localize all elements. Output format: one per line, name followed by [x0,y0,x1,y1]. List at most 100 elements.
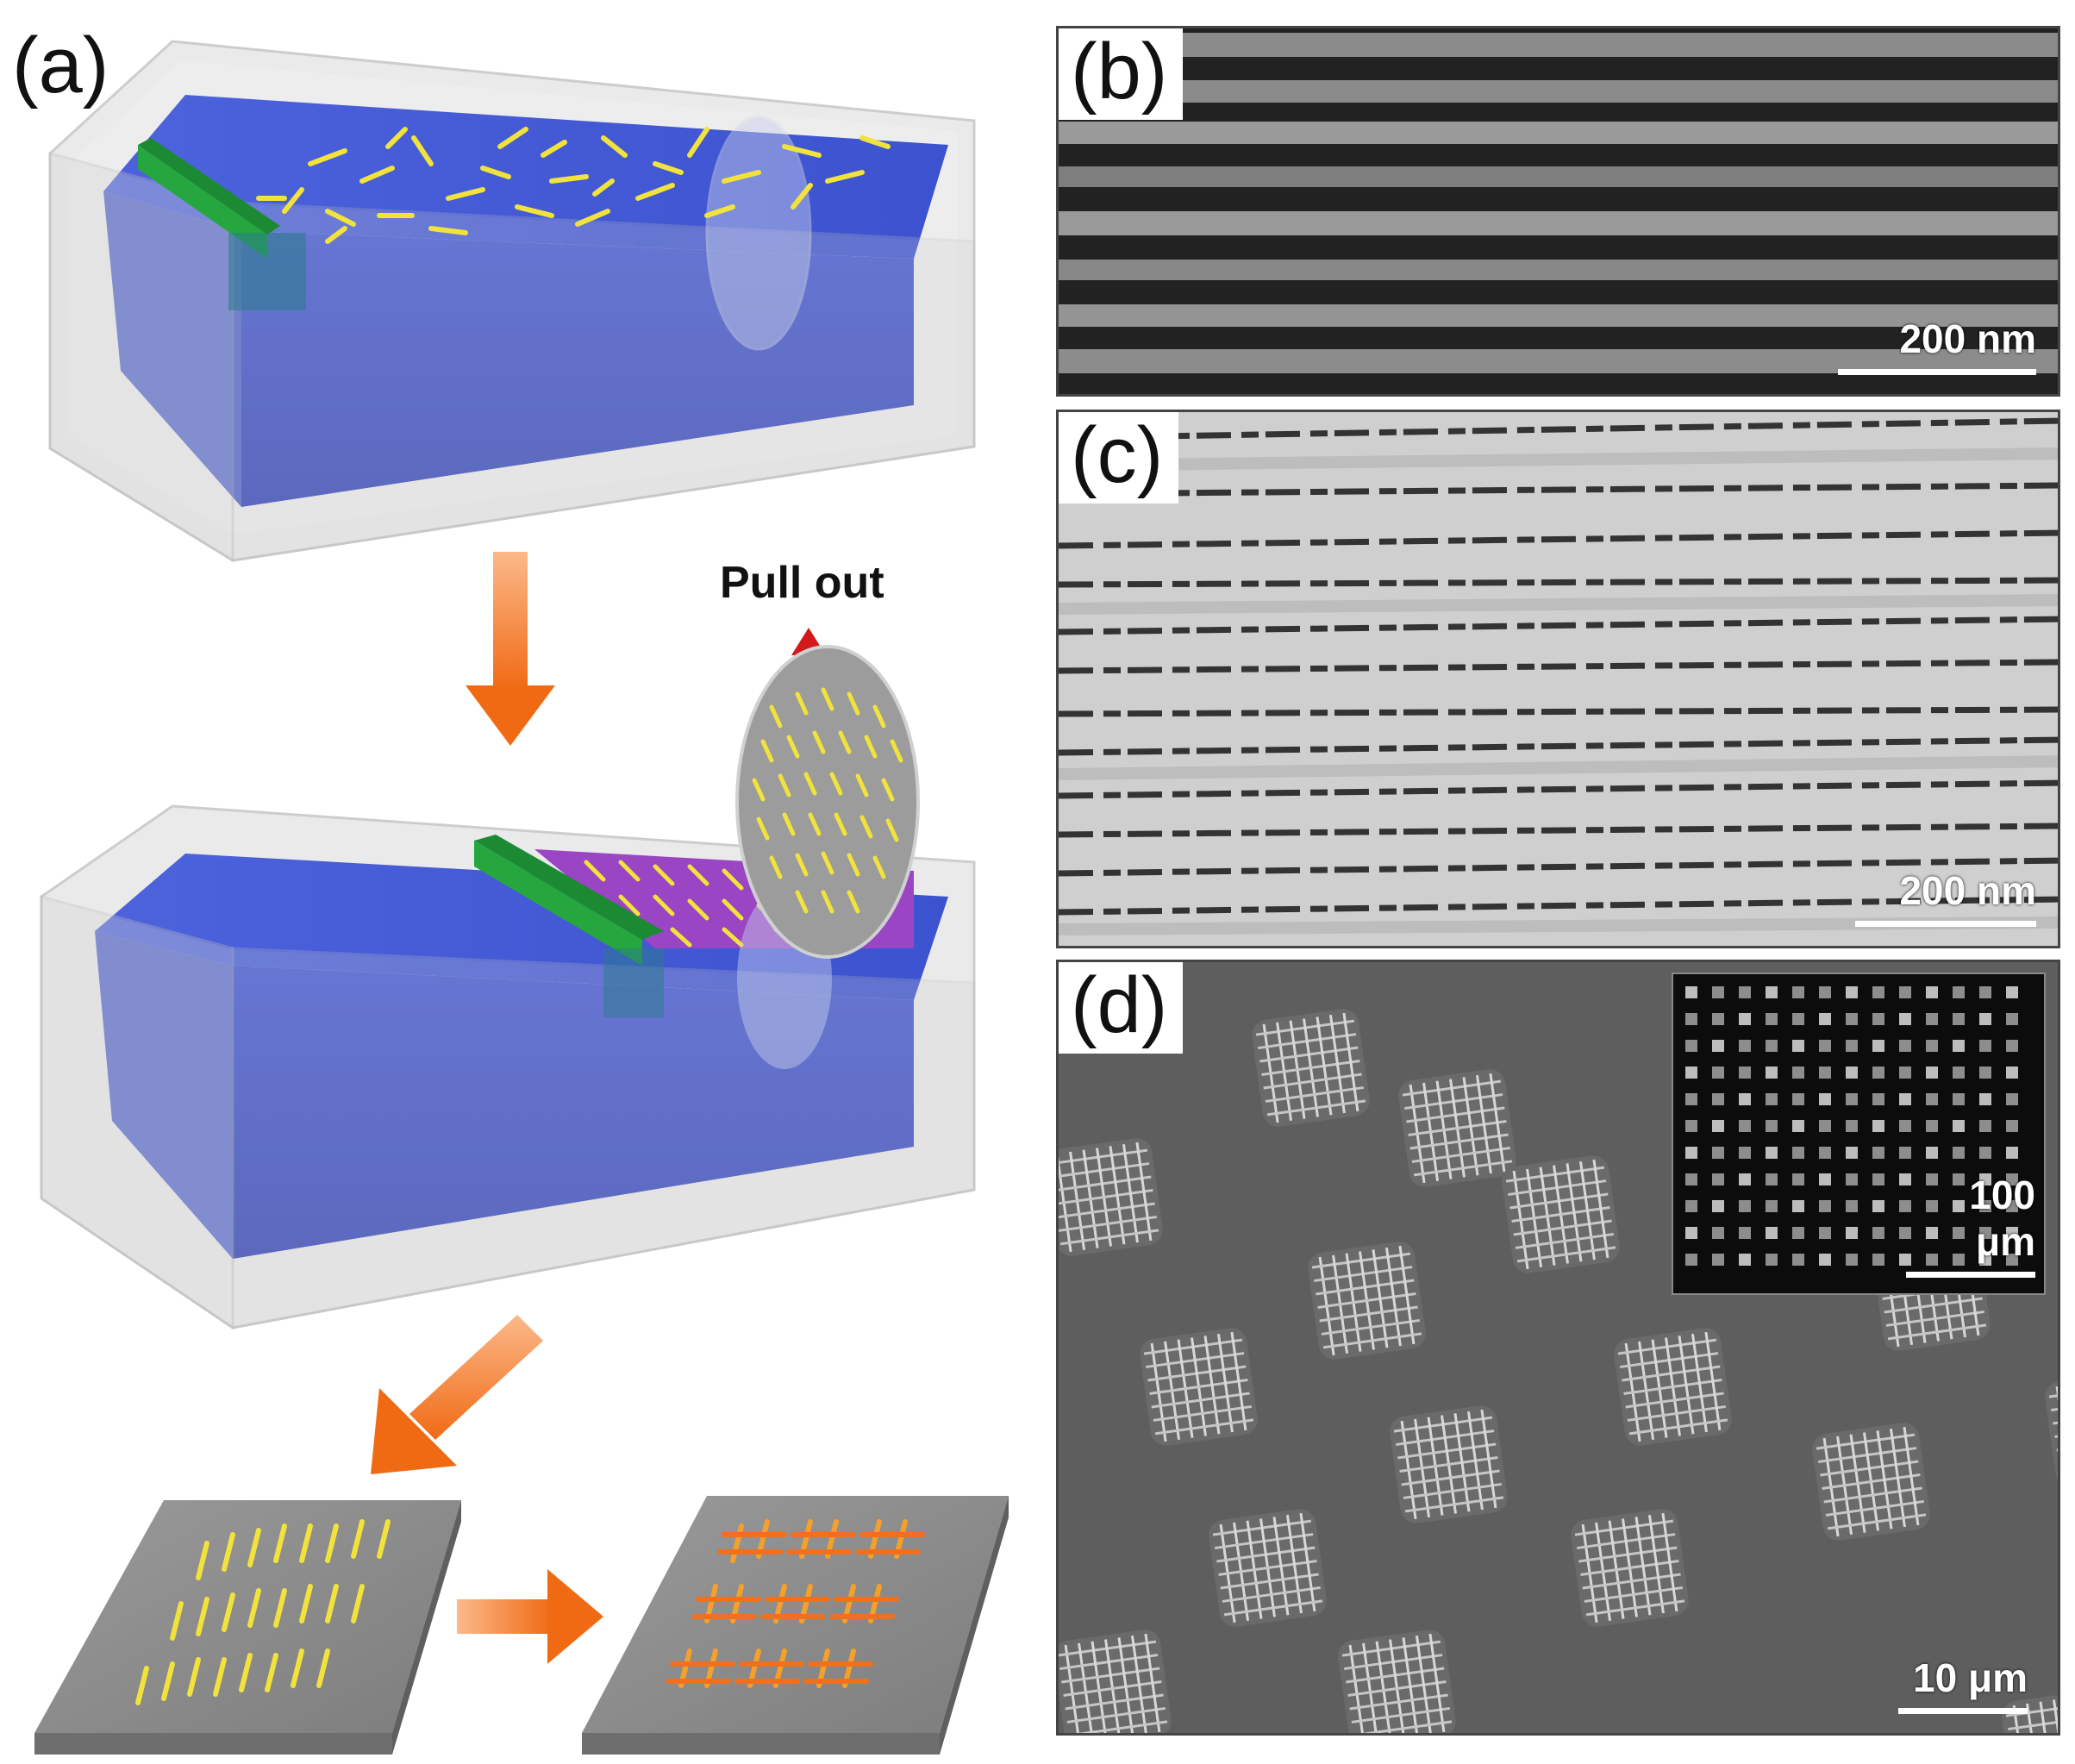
inset-array-dot [1872,1200,1884,1212]
crossbar-array [1502,1155,1620,1273]
inset-array-dot [1872,1254,1884,1266]
inset-array-dot [1953,1147,1965,1159]
inset-array-dot [1792,1067,1804,1079]
panel-d-inset-scale-label: 100 μm [1969,1173,2035,1264]
inset-array-dot [1926,1200,1938,1212]
inset-array-dot [1979,986,1991,998]
inset-array-dot [1712,1013,1724,1025]
inset-array-dot [1872,986,1884,998]
inset-array-dot [1899,1067,1911,1079]
inset-array-dot [1979,1147,1991,1159]
inset-array-dot [1872,1147,1884,1159]
inset-array-dot [1739,1147,1751,1159]
inset-array-dot [1712,1173,1724,1185]
panel-d-scale-line [1898,1708,2028,1714]
panel-d-inset: 100 μm [1672,973,2046,1295]
inset-array-dot [1953,1040,1965,1052]
inset-array-dot [1792,1227,1804,1239]
inset-array-dot [1819,986,1831,998]
inset-array-dot [1979,1173,1991,1185]
inset-array-dot [1766,1013,1778,1025]
inset-array-dot [2006,1067,2018,1079]
inset-array-dot [1846,1227,1858,1239]
panel-c-scale-bar: 200 nm [1855,867,2036,927]
inset-array-dot [1979,1093,1991,1105]
pulled-substrate-nanowires [752,687,903,914]
panel-b-scale-bar: 200 nm [1838,316,2036,375]
inset-array-dot [1792,1147,1804,1159]
inset-array-dot [1926,1040,1938,1052]
inset-array-dot [1739,1067,1751,1079]
inset-array-dot [1739,1093,1751,1105]
inset-array-dot [1899,1093,1911,1105]
inset-array-dot [1792,986,1804,998]
inset-array-dot [1766,1120,1778,1132]
inset-array-dot [1953,1067,1965,1079]
inset-array-dot [1766,1173,1778,1185]
inset-array-dot [1685,1254,1697,1266]
inset-array-dot [1819,1093,1831,1105]
panel-b-micrograph: (b) 200 nm [1056,26,2060,397]
inset-array-dot [1712,1093,1724,1105]
inset-array-dot [1819,1147,1831,1159]
inset-array-dot [1953,1013,1965,1025]
panel-c-scale-line [1855,921,2036,927]
inset-array-dot [2006,1200,2018,1212]
inset-array-dot [1819,1200,1831,1212]
inset-array-dot [2006,1013,2018,1025]
substrate-aligned-nanowires [135,1519,391,1705]
inset-array-dot [1792,1200,1804,1212]
inset-array-dot [1739,1227,1751,1239]
inset-array-dot [1712,1120,1724,1132]
inset-array-dot [2006,1227,2018,1239]
inset-array-dot [1953,1120,1965,1132]
inset-array-dot [1766,1040,1778,1052]
inset-array-dot [1739,1254,1751,1266]
inset-array-dot [1899,1200,1911,1212]
crossbar-array [1571,1509,1689,1627]
inset-array-dot [1712,1254,1724,1266]
trough-2-pulled-substrate [735,645,920,959]
inset-array-dot [1979,1254,1991,1266]
crossbar-array [1059,1630,1172,1733]
inset-array-dot [2006,1147,2018,1159]
panel-d-scale-bar: 10 μm [1898,1655,2028,1714]
inset-array-dot [1953,1227,1965,1239]
panel-d-inset-scale-line [1906,1272,2035,1278]
inset-array-dot [1846,1040,1858,1052]
inset-array-dot [1926,1013,1938,1025]
inset-array-dot [1712,1040,1724,1052]
inset-array-dot [1953,986,1965,998]
inset-array-dot [1872,1040,1884,1052]
inset-array-dot [2006,1254,2018,1266]
inset-array-dot [1712,1147,1724,1159]
trough-1 [48,40,976,563]
inset-array-dot [1899,1120,1911,1132]
schematic-diagram: Pull out [34,40,1009,1755]
inset-array-dot [1766,1147,1778,1159]
inset-array-dot [1685,1040,1697,1052]
crossbar-array [1252,1009,1370,1127]
inset-array-dot [1766,1093,1778,1105]
inset-array-dot [1819,1013,1831,1025]
inset-array-dot [1899,1147,1911,1159]
inset-array-dot [1926,1254,1938,1266]
inset-array-dot [1979,1120,1991,1132]
inset-array-dot [1926,1173,1938,1185]
inset-array-dot [1846,1147,1858,1159]
inset-array-dot [1685,1120,1697,1132]
inset-array-dot [2006,1040,2018,1052]
inset-array-dot [1872,1173,1884,1185]
process-arrow-down-1 [466,552,555,746]
inset-array-dot [1712,1227,1724,1239]
substrate-crossed [582,1496,1009,1755]
inset-array-dot [1819,1227,1831,1239]
inset-array-dot [2006,986,2018,998]
inset-array-dot [1846,1093,1858,1105]
inset-array-dot [1926,1227,1938,1239]
inset-array-dot [2006,1173,2018,1185]
inset-array-dot [1739,1013,1751,1025]
inset-array-dot [1899,1173,1911,1185]
trough-2-barrier [474,835,664,940]
inset-array-dot [1872,1093,1884,1105]
